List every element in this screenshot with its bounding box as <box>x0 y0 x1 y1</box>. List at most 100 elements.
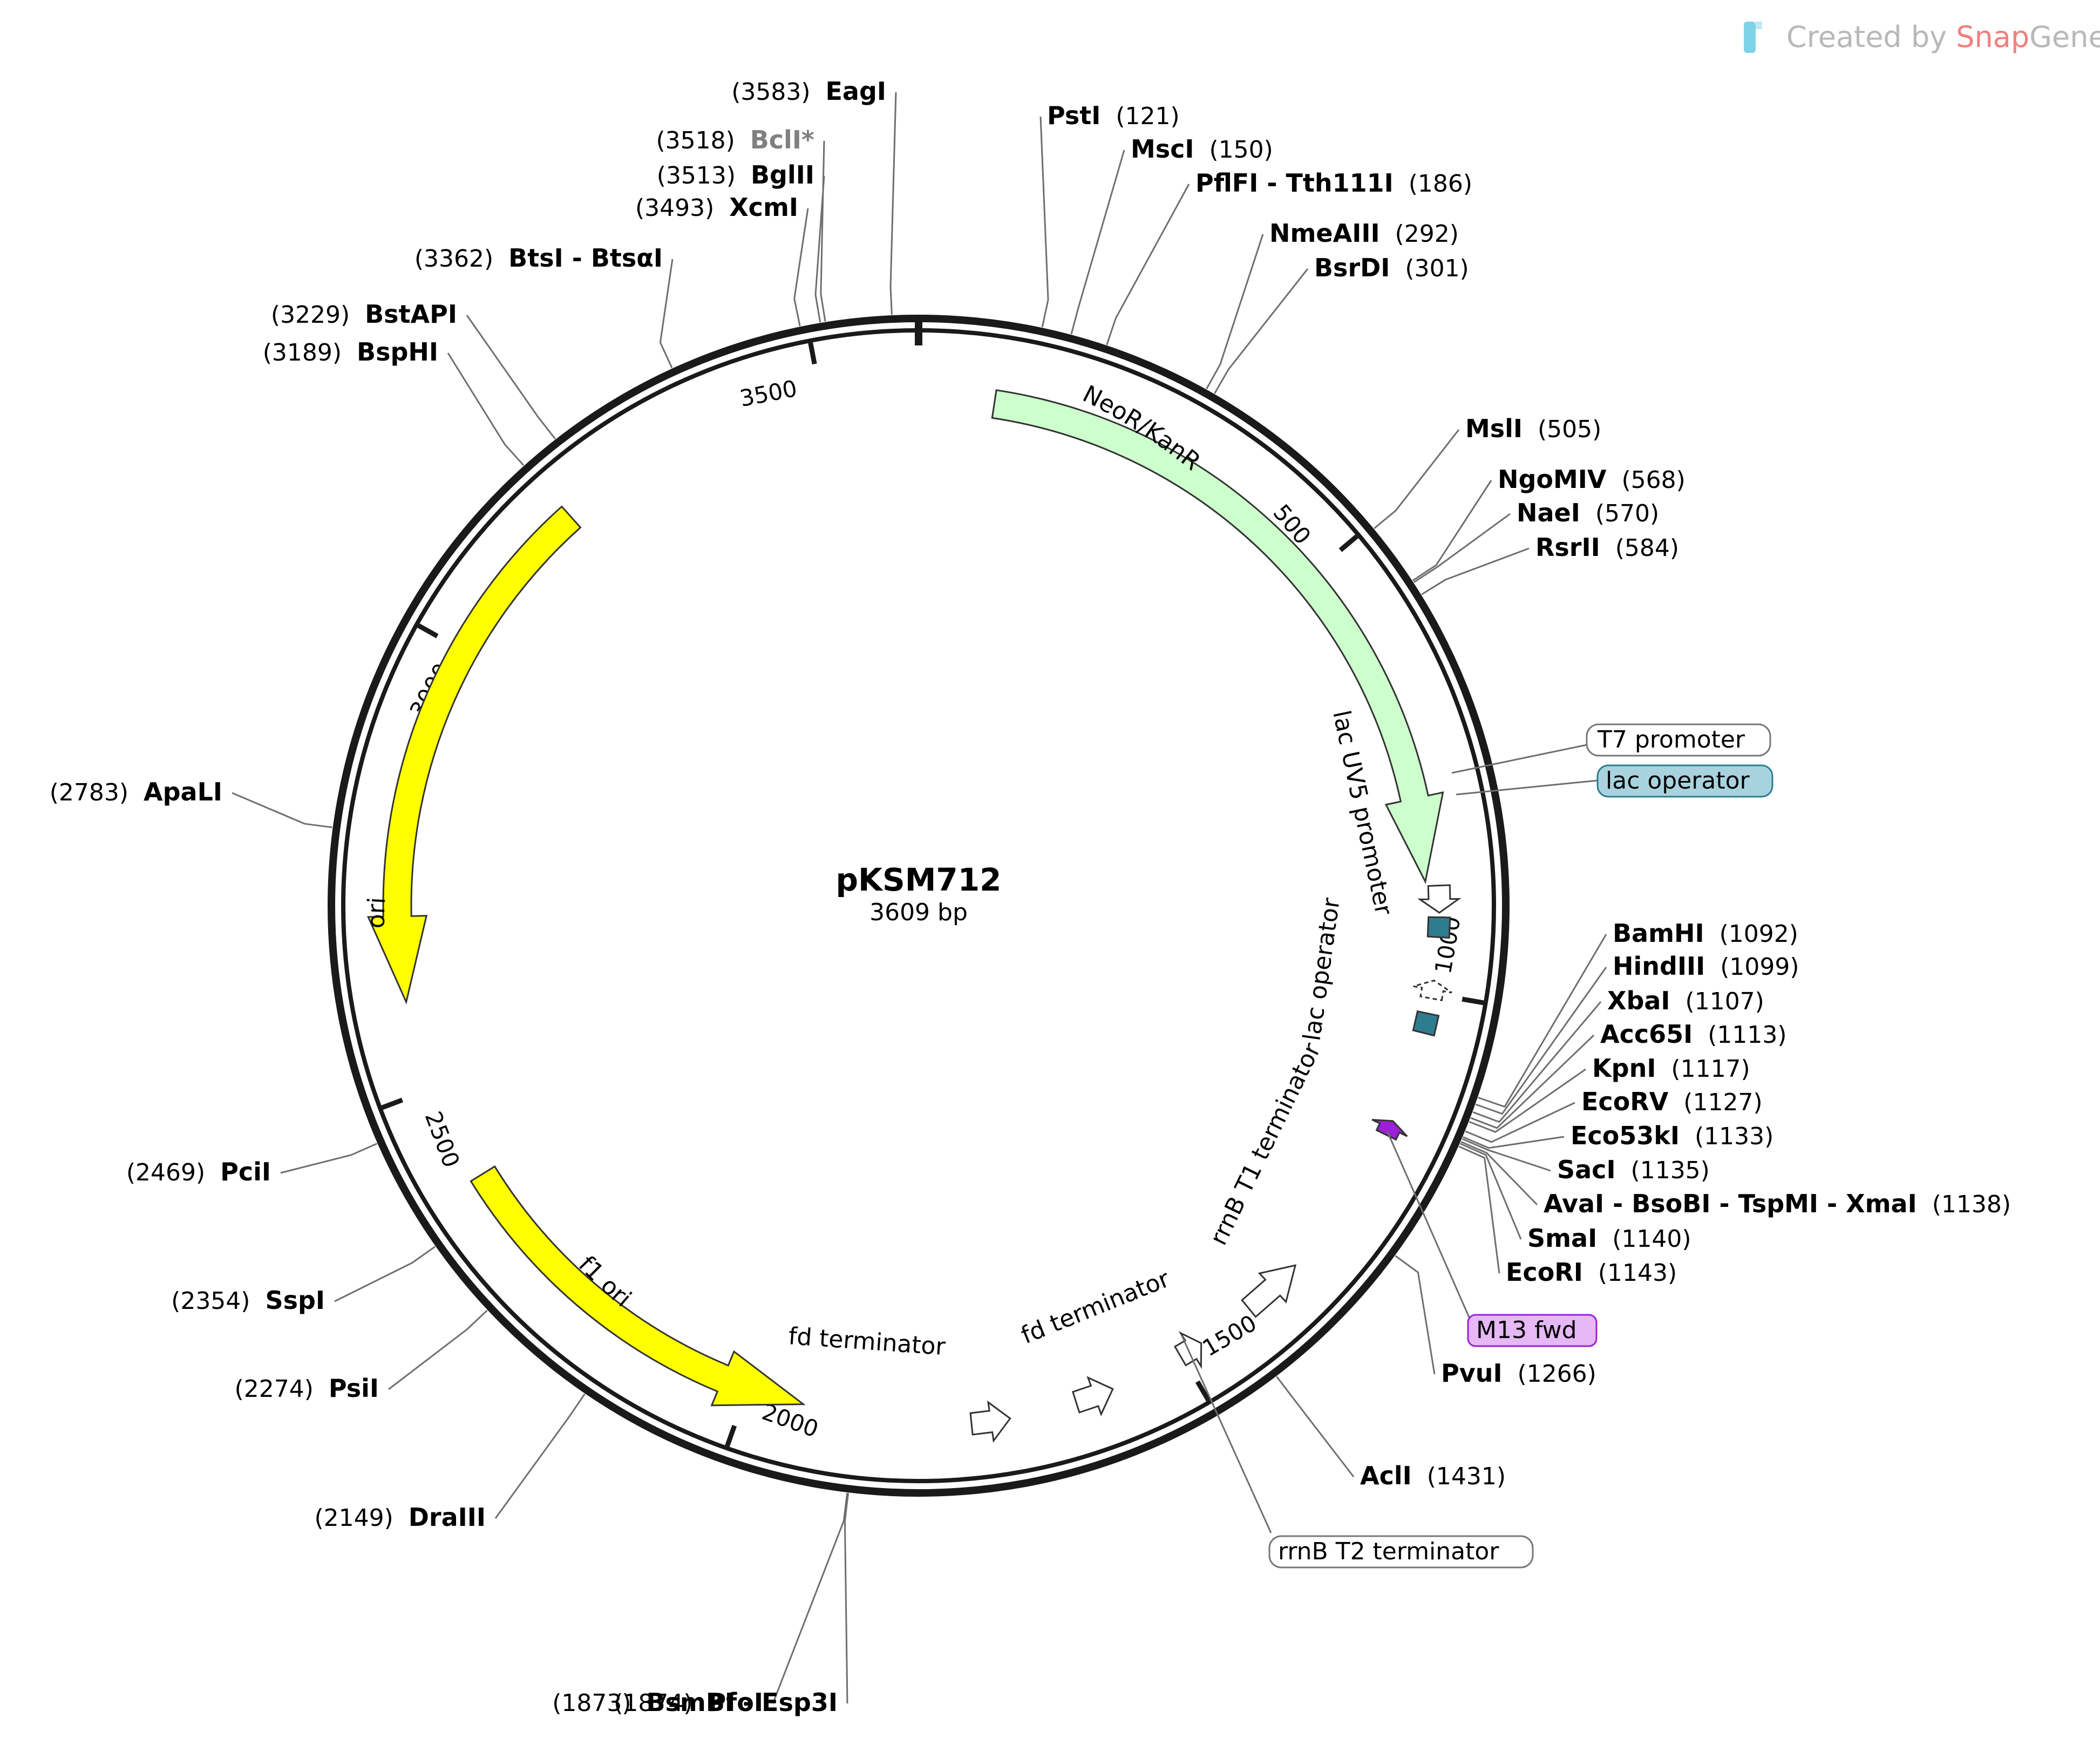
site-label: (1873) BsmBI - Esp3I <box>552 1688 838 1717</box>
site-leader <box>494 1393 586 1519</box>
site-leader <box>1070 150 1125 335</box>
site-label: PvuI (1266) <box>1441 1359 1596 1388</box>
feature-lac-operator <box>1412 1010 1440 1037</box>
feature-m13-fwd <box>1371 1118 1408 1141</box>
site-label: MscI (150) <box>1131 134 1273 164</box>
tick-mark <box>725 1424 737 1447</box>
site-leader <box>1472 1001 1602 1123</box>
site-leader <box>1374 429 1460 529</box>
feature-label-rrnbt1: rrnB T1 terminator <box>1205 1038 1327 1250</box>
site-label: BamHI (1092) <box>1613 919 1798 948</box>
feature-label-lacop-inner: lac operator <box>1298 896 1345 1043</box>
site-label: RsrII (584) <box>1535 533 1679 562</box>
branding-prefix: Created by <box>1786 20 1956 54</box>
site-label: (3518) BclI* <box>656 125 814 154</box>
site-label: NmeAIII (292) <box>1269 219 1459 248</box>
boxed-label-lac-operator: lac operator <box>1456 764 1773 798</box>
site-label: SacI (1135) <box>1557 1155 1710 1184</box>
site-label: EcoRI (1143) <box>1506 1258 1677 1287</box>
site-leader <box>1460 1140 1538 1206</box>
site-label: (3189) BspHI <box>263 337 438 366</box>
site-label: PstI (121) <box>1047 101 1180 130</box>
site-label: (3513) BglII <box>657 160 814 189</box>
boxed-label-t7-promoter: T7 promoter <box>1451 723 1771 774</box>
feature-ori <box>366 505 582 1005</box>
site-leader <box>1463 1136 1565 1149</box>
boxed-label-rrnbt2-text: rrnB T2 terminator <box>1278 1538 1499 1565</box>
site-label: (1874) PfoI <box>614 1688 763 1717</box>
site-label: Acc65I (1113) <box>1600 1020 1787 1049</box>
site-leader <box>1421 547 1530 595</box>
feature-lac-operator <box>1426 916 1451 939</box>
svg-text:Created by SnapGene: Created by SnapGene <box>1786 20 2100 54</box>
feature-label-fd2: fd terminator <box>1017 1265 1174 1349</box>
branding-gene: Gene <box>2029 20 2100 54</box>
features <box>366 389 1462 1443</box>
site-label: EcoRV (1127) <box>1581 1087 1763 1116</box>
site-label: (3493) XcmI <box>635 193 798 222</box>
feature-rrnb-t1-terminator <box>1241 1264 1297 1318</box>
tick-label: 1500 <box>1198 1309 1261 1361</box>
site-leader <box>1458 1145 1500 1274</box>
boxed-label-m13-fwd: M13 fwd <box>1386 1130 1598 1347</box>
plasmid-length: 3609 bp <box>869 899 968 926</box>
site-leader <box>889 92 897 315</box>
site-label: BsrDI (301) <box>1314 253 1469 282</box>
site-leader <box>1413 513 1511 583</box>
site-leader <box>814 175 825 323</box>
site-label: (3362) BtsI - BtsαI <box>414 243 663 273</box>
boxed-label-m13-text: M13 fwd <box>1476 1316 1577 1344</box>
site-leader <box>1470 1034 1595 1129</box>
site-leader <box>844 1493 849 1704</box>
site-leader <box>772 1492 848 1704</box>
site-label: (2149) DraIII <box>314 1503 486 1532</box>
feature-f1-ori <box>470 1165 806 1407</box>
site-leader <box>1475 967 1607 1115</box>
site-leader <box>1276 1376 1355 1477</box>
site-label: (3229) BstAPI <box>271 300 457 329</box>
site-leader <box>1206 234 1264 390</box>
tick-mark <box>808 342 817 365</box>
feature-fd-terminator <box>1071 1376 1114 1417</box>
site-leader-lines <box>232 92 1607 1704</box>
site-label: (3583) EagI <box>731 77 886 106</box>
site-leader <box>1462 1138 1551 1172</box>
site-label: KpnI (1117) <box>1592 1054 1750 1083</box>
site-leader <box>1214 268 1309 394</box>
site-label: (2783) ApaLI <box>50 777 222 806</box>
site-leader <box>447 352 525 466</box>
tick-mark <box>1338 534 1358 552</box>
tick-mark <box>381 1097 404 1110</box>
tick-mark <box>417 623 439 639</box>
site-leader <box>388 1309 488 1390</box>
site-leader <box>1412 480 1492 581</box>
site-leader <box>1469 1068 1586 1133</box>
site-label: HindIII (1099) <box>1613 952 1799 981</box>
site-leader <box>334 1246 436 1302</box>
feature-label-fd1: fd terminator <box>787 1322 947 1361</box>
tick-mark <box>1462 996 1484 1006</box>
snapgene-tube-icon <box>1744 22 1762 53</box>
snapgene-branding: Created by SnapGene <box>1744 20 2100 54</box>
site-label: AclI (1431) <box>1360 1461 1506 1490</box>
site-label: NgoMIV (568) <box>1498 465 1686 494</box>
boxed-label-lacop-text: lac operator <box>1606 767 1750 795</box>
site-label: NaeI (570) <box>1517 498 1659 527</box>
boxed-label-t7-text: T7 promoter <box>1597 726 1745 753</box>
site-label: (2469) PciI <box>126 1157 271 1186</box>
site-leader <box>466 315 556 440</box>
tick-label: 2500 <box>420 1108 465 1171</box>
feature-lac-uv5-promoter <box>1417 884 1462 914</box>
tick-mark <box>1195 1380 1211 1402</box>
site-label: SmaI (1140) <box>1527 1224 1691 1253</box>
tick-label: 3500 <box>738 375 799 412</box>
feature-t7-promoter <box>1413 979 1452 1002</box>
site-leader <box>1478 934 1607 1108</box>
site-label: XbaI (1107) <box>1607 986 1764 1015</box>
site-label: (2274) PsiI <box>235 1374 379 1403</box>
site-label: (2354) SspI <box>171 1286 325 1315</box>
feature-fd-terminator <box>969 1400 1011 1443</box>
site-leader <box>232 792 332 829</box>
site-label: Eco53kI (1133) <box>1571 1121 1773 1150</box>
